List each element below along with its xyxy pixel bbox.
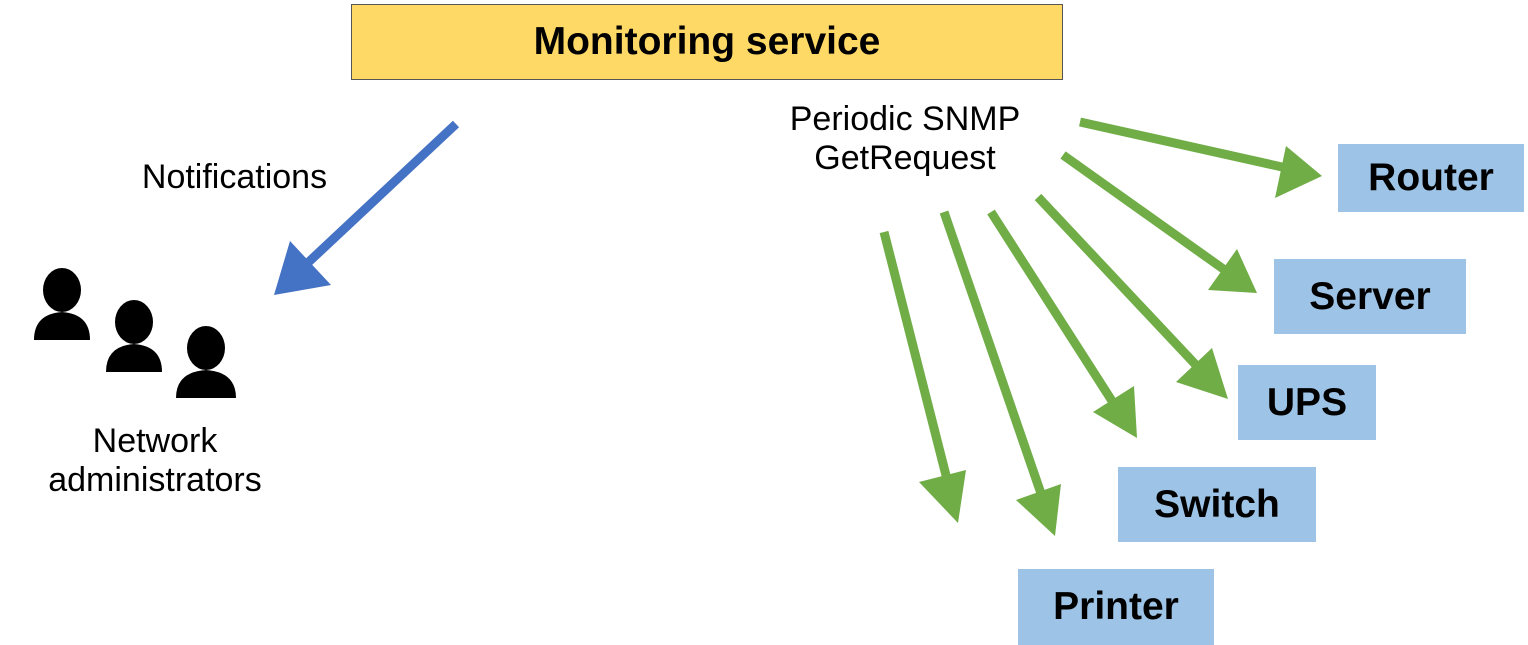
poll-arrow-extra	[879, 230, 966, 523]
admins-label-line1: Network	[92, 422, 218, 460]
poll-arrow-router	[1079, 117, 1322, 198]
poll-arrow-server	[1060, 151, 1257, 293]
device-server: Server	[1274, 259, 1466, 334]
device-printer: Printer	[1018, 569, 1214, 645]
admins-label-line2: administrators	[48, 461, 262, 500]
device-switch: Switch	[1118, 467, 1316, 542]
notifications-arrow	[274, 120, 460, 295]
users-group-icon	[34, 268, 236, 398]
poll-label-line2: GetRequest	[814, 139, 996, 178]
poll-arrow-switch	[987, 209, 1137, 438]
periodic-snmp-label: Periodic SNMP GetRequest	[745, 100, 1065, 179]
device-ups: UPS	[1238, 365, 1376, 440]
poll-arrow-printer	[939, 210, 1061, 536]
poll-arrow-ups	[1034, 193, 1228, 399]
network-administrators-label: Network administrators	[10, 422, 300, 501]
device-router: Router	[1338, 144, 1524, 212]
notifications-label: Notifications	[141, 158, 328, 196]
monitoring-service-box: Monitoring service	[351, 4, 1063, 80]
poll-label-line1: Periodic SNMP	[789, 100, 1021, 138]
